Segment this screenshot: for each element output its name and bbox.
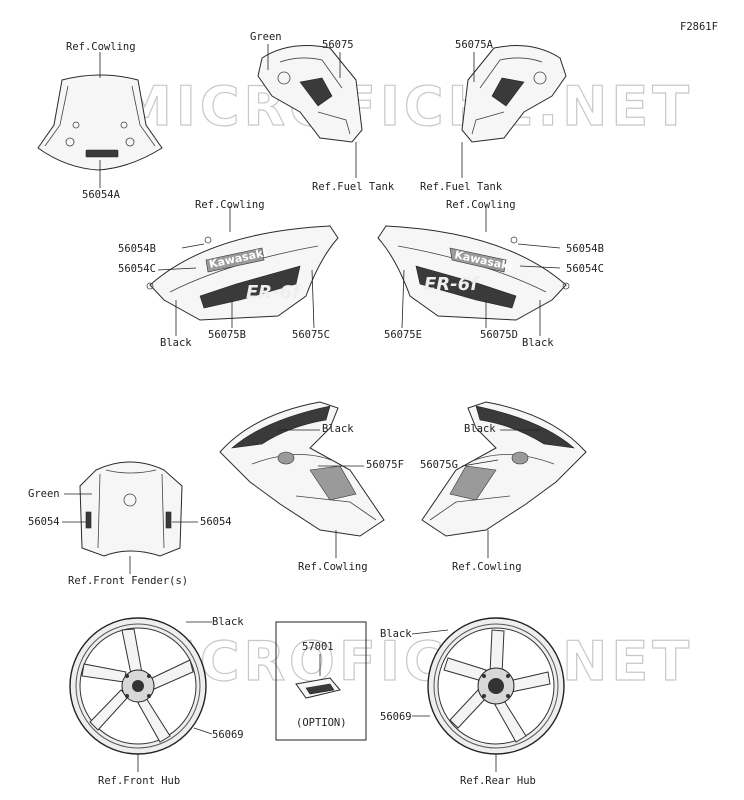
- label-56075B: 56075B: [208, 329, 246, 341]
- decal-kawasaki-left: [205, 247, 265, 273]
- label-56075F: 56075F: [366, 459, 404, 471]
- label-56075E: 56075E: [384, 329, 422, 341]
- label-56075G: 56075G: [420, 459, 458, 471]
- label-ref-fuel-tank-left: Ref.Fuel Tank: [312, 181, 395, 193]
- label-black-rear-wheel: Black: [380, 628, 412, 640]
- front-wheel: Black 56069 Ref.Front Hub: [69, 616, 244, 787]
- label-56054B-right: 56054B: [566, 243, 604, 255]
- label-56069-rear: 56069: [380, 711, 412, 723]
- label-56054B-left: 56054B: [118, 243, 156, 255]
- label-57001: 57001: [302, 641, 334, 653]
- label-ref-front-hub: Ref.Front Hub: [98, 775, 180, 787]
- label-black-right: Black: [522, 337, 554, 349]
- windshield-decal: [85, 149, 119, 158]
- watermark: MICROFICHE.NET MICROFICHE.NET: [117, 74, 693, 693]
- label-ref-cowling-top: Ref.Cowling: [66, 41, 136, 53]
- figure-id: F2861F: [680, 21, 718, 33]
- windshield-bolt: [125, 137, 135, 147]
- side-fairing-right: Kawasaki ER-6f Ref.Cowling 56054B 56054C…: [377, 199, 604, 349]
- label-green-tank: Green: [250, 31, 282, 43]
- label-black-left: Black: [160, 337, 192, 349]
- label-56075C: 56075C: [292, 329, 330, 341]
- label-56054-right: 56054: [200, 516, 232, 528]
- option-frame: [275, 621, 367, 741]
- label-ref-fuel-tank-right: Ref.Fuel Tank: [420, 181, 503, 193]
- label-ref-cowling-left: Ref.Cowling: [195, 199, 265, 211]
- decal-er6f-right: [415, 265, 517, 309]
- front-fender: Green 56054 56054 Ref.Front Fender(s): [28, 461, 232, 587]
- label-black-lower-left: Black: [322, 423, 354, 435]
- decal-model-left: ER-6f: [246, 282, 302, 303]
- windshield-group: Ref.Cowling 56054A: [37, 41, 163, 201]
- label-56054A: 56054A: [82, 189, 121, 201]
- option-box: 57001 (OPTION): [275, 621, 367, 741]
- decal-model-right: ER-6f: [424, 274, 480, 295]
- label-56054C-left: 56054C: [118, 263, 156, 275]
- label-green-fender: Green: [28, 488, 60, 500]
- label-ref-cowling-lower-right: Ref.Cowling: [452, 561, 522, 573]
- label-56069-front: 56069: [212, 729, 244, 741]
- label-ref-cowling-right: Ref.Cowling: [446, 199, 516, 211]
- tank-cover-right: 56075A Ref.Fuel Tank: [420, 39, 567, 193]
- label-ref-cowling-lower-left: Ref.Cowling: [298, 561, 368, 573]
- tank-cover-left: Green 56075 Ref.Fuel Tank: [250, 31, 395, 193]
- rear-wheel: Black 56069 Ref.Rear Hub: [380, 617, 565, 787]
- label-option: (OPTION): [296, 717, 347, 729]
- decal-kawasaki-right: [449, 247, 507, 273]
- windshield-bolt: [65, 137, 75, 147]
- fender-decal-left: [85, 511, 92, 529]
- watermark-top: MICROFICHE.NET: [118, 75, 693, 138]
- tank-decal-56075: [299, 77, 333, 107]
- lower-cowl-right-black: [475, 405, 575, 449]
- label-black-lower-right: Black: [464, 423, 496, 435]
- lower-cowl-left: Black 56075F Ref.Cowling: [219, 401, 404, 573]
- tank-decal-56075A: [491, 77, 525, 107]
- label-black-front-wheel: Black: [212, 616, 244, 628]
- lower-cowl-right: Black 56075G Ref.Cowling: [420, 401, 587, 573]
- label-56054C-right: 56054C: [566, 263, 604, 275]
- fender-decal-right: [165, 511, 172, 529]
- label-56054-left: 56054: [28, 516, 60, 528]
- lower-cowl-left-black: [231, 405, 331, 449]
- side-fairing-left: Kawasaki ER-6f Ref.Cowling 56054B 56054C…: [118, 199, 339, 349]
- label-56075: 56075: [322, 39, 354, 51]
- label-56075A: 56075A: [455, 39, 494, 51]
- decal-er6f-left: [199, 265, 301, 309]
- label-ref-front-fender: Ref.Front Fender(s): [68, 575, 188, 587]
- label-56075D: 56075D: [480, 329, 518, 341]
- label-ref-rear-hub: Ref.Rear Hub: [460, 775, 536, 787]
- watermark-bottom: MICROFICHE.NET: [118, 630, 693, 693]
